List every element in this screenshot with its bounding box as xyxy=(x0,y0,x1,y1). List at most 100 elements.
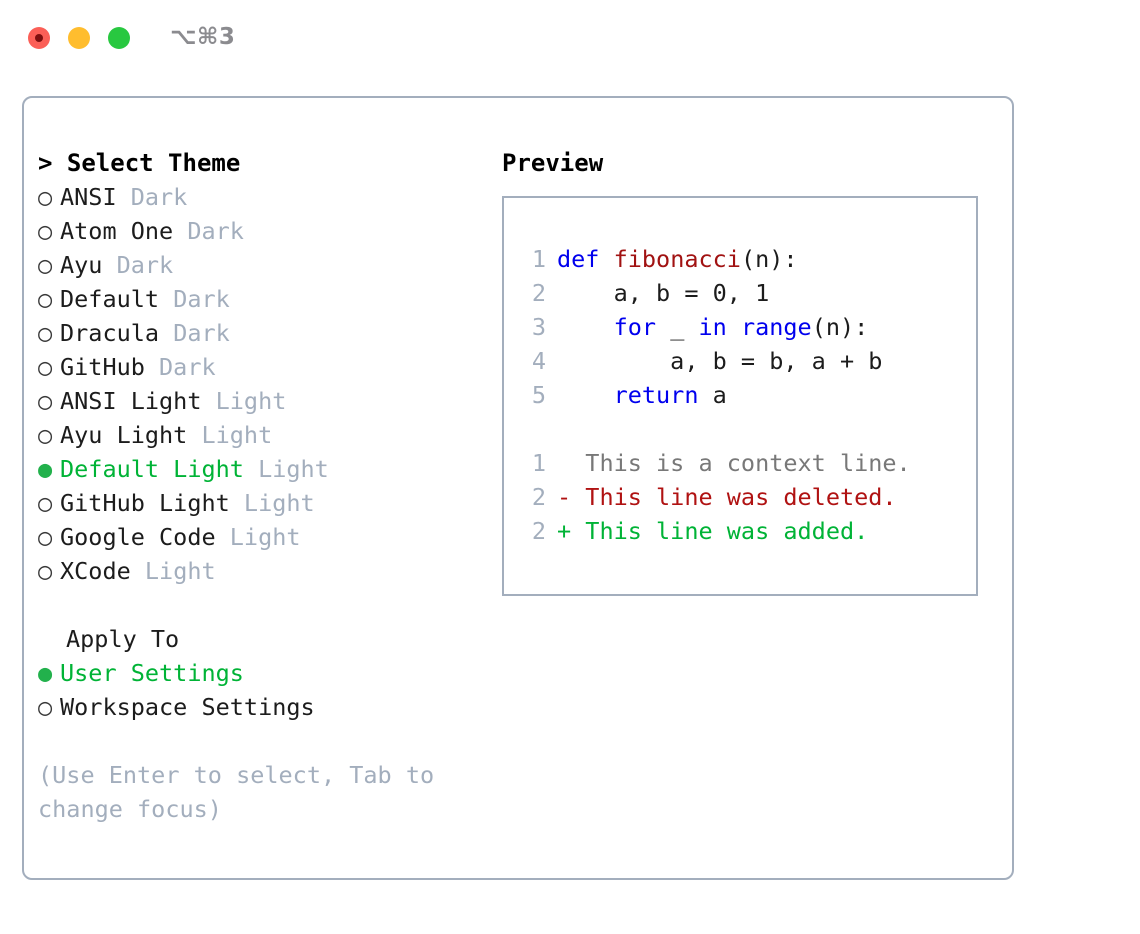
radio-unselected-icon: ○ xyxy=(38,387,53,415)
diff-line-text: - This line was deleted. xyxy=(557,483,897,511)
theme-option-kind: Dark xyxy=(102,251,174,279)
apply-to-option-row[interactable]: ●User Settings xyxy=(38,656,488,690)
preview-label: Preview xyxy=(502,149,604,177)
theme-option-kind: Dark xyxy=(173,217,244,245)
code-token: (n): xyxy=(740,245,798,273)
theme-option-name: Default Light xyxy=(60,455,244,483)
theme-options-list: ○ANSI Dark○Atom One Dark○Ayu Dark○Defaul… xyxy=(38,180,488,588)
keyboard-hint-text: (Use Enter to select, Tab to change focu… xyxy=(38,761,449,823)
code-token: def xyxy=(557,245,600,273)
code-token: range xyxy=(740,313,812,341)
recording-indicator-icon xyxy=(35,34,43,42)
code-line-number: 5 xyxy=(531,381,546,409)
theme-option-kind: Dark xyxy=(144,353,216,381)
code-token: _ xyxy=(656,313,699,341)
code-token: a, b = b, a + b xyxy=(557,347,883,375)
theme-option-name: Atom One xyxy=(60,217,174,245)
minimize-window-button[interactable] xyxy=(68,27,90,49)
code-line: 3 for _ in range(n): xyxy=(518,310,968,344)
diff-line-number: 2 xyxy=(531,483,546,511)
theme-option-row[interactable]: ○Google Code Light xyxy=(38,520,488,554)
theme-option-name: GitHub xyxy=(60,353,145,381)
radio-unselected-icon: ○ xyxy=(38,251,53,279)
theme-option-kind: Dark xyxy=(116,183,188,211)
close-window-button[interactable] xyxy=(28,27,50,49)
code-token: return xyxy=(613,381,699,409)
theme-option-row[interactable]: ○Atom One Dark xyxy=(38,214,488,248)
theme-option-row[interactable]: ○Ayu Light Light xyxy=(38,418,488,452)
theme-option-row[interactable]: ○Dracula Dark xyxy=(38,316,488,350)
theme-option-name: Google Code xyxy=(60,523,216,551)
select-theme-header: > Select Theme xyxy=(38,149,241,177)
theme-option-kind: Light xyxy=(130,557,216,585)
diff-line-number: 2 xyxy=(531,517,546,545)
apply-to-options-list: ●User Settings○Workspace Settings xyxy=(38,656,488,724)
theme-option-name: ANSI xyxy=(60,183,117,211)
code-token xyxy=(599,245,613,273)
theme-option-row[interactable]: ●Default Light Light xyxy=(38,452,488,486)
theme-picker-column: > Select Theme ○ANSI Dark○Atom One Dark○… xyxy=(38,146,488,826)
radio-unselected-icon: ○ xyxy=(38,285,53,313)
radio-selected-icon: ● xyxy=(38,659,53,687)
code-token xyxy=(557,381,614,409)
radio-unselected-icon: ○ xyxy=(38,557,53,585)
radio-unselected-icon: ○ xyxy=(38,353,53,381)
code-line: 5 return a xyxy=(518,378,968,412)
window-title: ⌥⌘3 xyxy=(170,24,236,50)
diff-line-text: + This line was added. xyxy=(557,517,869,545)
title-bar: ⌥⌘3 xyxy=(0,0,1140,78)
theme-option-row[interactable]: ○Default Dark xyxy=(38,282,488,316)
radio-unselected-icon: ○ xyxy=(38,421,53,449)
radio-unselected-icon: ○ xyxy=(38,693,53,721)
code-token: a, b = 0, 1 xyxy=(557,279,770,307)
apply-to-header: Apply To xyxy=(66,625,180,653)
theme-option-row[interactable]: ○Ayu Dark xyxy=(38,248,488,282)
radio-unselected-icon: ○ xyxy=(38,183,53,211)
radio-selected-icon: ● xyxy=(38,455,53,483)
theme-option-kind: Light xyxy=(215,523,301,551)
diff-line: 2 - This line was deleted. xyxy=(518,480,968,514)
diff-line: 1 This is a context line. xyxy=(518,446,968,480)
apply-to-block: Apply To ●User Settings○Workspace Settin… xyxy=(38,622,488,724)
theme-option-kind: Light xyxy=(229,489,315,517)
theme-option-kind: Light xyxy=(187,421,273,449)
maximize-window-button[interactable] xyxy=(108,27,130,49)
theme-option-name: GitHub Light xyxy=(60,489,230,517)
theme-option-row[interactable]: ○GitHub Dark xyxy=(38,350,488,384)
radio-unselected-icon: ○ xyxy=(38,217,53,245)
code-token: in xyxy=(698,313,727,341)
code-token: for xyxy=(613,313,657,341)
theme-option-row[interactable]: ○ANSI Light Light xyxy=(38,384,488,418)
theme-option-name: Ayu Light xyxy=(60,421,188,449)
diff-sample: 1 This is a context line. 2 - This line wa… xyxy=(518,446,968,548)
theme-option-name: Default xyxy=(60,285,160,313)
code-token xyxy=(727,313,741,341)
theme-option-kind: Light xyxy=(201,387,287,415)
apply-to-option-row[interactable]: ○Workspace Settings xyxy=(38,690,488,724)
code-line-number: 2 xyxy=(531,279,546,307)
radio-unselected-icon: ○ xyxy=(38,489,53,517)
diff-line: 2 + This line was added. xyxy=(518,514,968,548)
theme-option-kind: Dark xyxy=(159,285,230,313)
code-line-number: 4 xyxy=(531,347,546,375)
theme-option-row[interactable]: ○XCode Light xyxy=(38,554,488,588)
theme-option-row[interactable]: ○ANSI Dark xyxy=(38,180,488,214)
theme-option-row[interactable]: ○GitHub Light Light xyxy=(38,486,488,520)
theme-option-name: Dracula xyxy=(60,319,160,347)
code-line: 2 a, b = 0, 1 xyxy=(518,276,968,310)
code-line-number: 3 xyxy=(531,313,546,341)
theme-option-name: XCode xyxy=(60,557,131,585)
code-line-number: 1 xyxy=(531,245,546,273)
theme-option-kind: Light xyxy=(243,455,329,483)
theme-option-kind: Dark xyxy=(159,319,230,347)
code-token: a xyxy=(698,381,727,409)
code-token xyxy=(557,313,614,341)
apply-to-option-name: Workspace Settings xyxy=(60,693,315,721)
diff-line-number: 1 xyxy=(531,449,546,477)
diff-line-text: This is a context line. xyxy=(557,449,911,477)
